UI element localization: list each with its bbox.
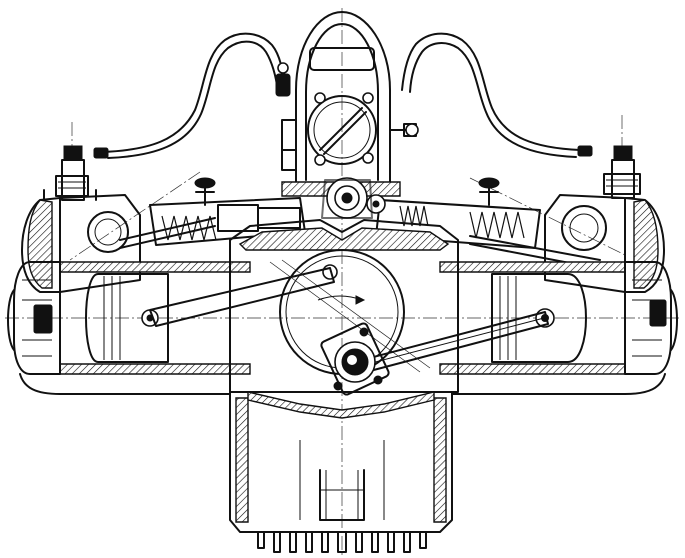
crankcase xyxy=(229,219,459,393)
crank-pin xyxy=(320,322,390,396)
right-cylinder xyxy=(439,261,672,375)
centerlines xyxy=(5,8,680,555)
left-valve-gear xyxy=(119,177,306,249)
carburetor-housing xyxy=(275,11,419,197)
bottom-fins xyxy=(257,531,427,553)
camshaft-gear xyxy=(321,177,373,219)
lower-housing xyxy=(229,391,453,533)
right-cylinder-head xyxy=(544,145,665,293)
left-cylinder-head xyxy=(21,145,141,293)
side-shells xyxy=(7,289,678,395)
upper-pipes xyxy=(93,32,593,159)
left-cylinder xyxy=(13,261,251,375)
